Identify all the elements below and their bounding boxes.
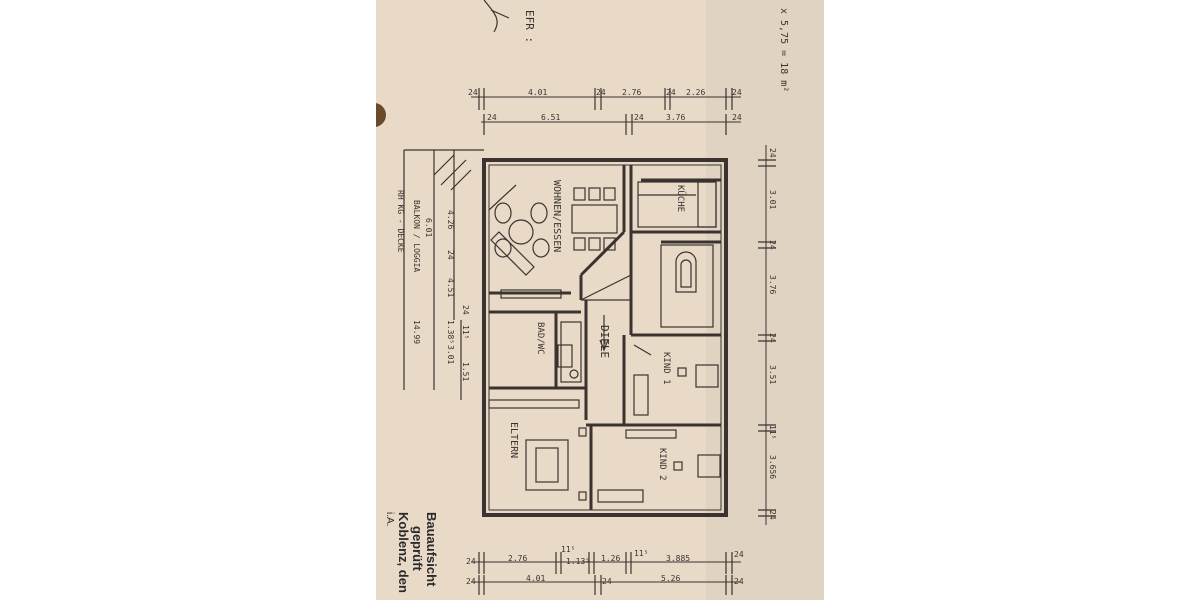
dim-left-6: 1.38⁵ [446, 320, 455, 344]
kitchen-furniture [638, 181, 717, 228]
dim-bottom-outer-3: 24 [602, 577, 612, 586]
kind2-furniture [597, 429, 721, 503]
binder-hole-icon [376, 103, 386, 127]
kind1-furniture [633, 344, 719, 416]
dim-right-8: 3.656 [768, 455, 777, 479]
decke-label: RH KG - DECKE [396, 190, 405, 253]
room-label-kind1: KIND 1 [661, 352, 671, 385]
dim-top-2: 4.01 [528, 88, 547, 97]
dim-top-7: 24 [732, 88, 742, 97]
dim-bottom-7: 3.885 [666, 554, 690, 563]
floor-plan-drawing: EFR : x 5,75 = 18 m² 24 4.01 24 2.76 24 … [376, 0, 824, 600]
dim-bottom-5: 1.26 [601, 554, 620, 563]
dim-bottom-2: 2.76 [508, 554, 527, 563]
dim-bottom-outer-5: 24 [734, 577, 744, 586]
dim-top-4: 2.76 [622, 88, 641, 97]
eltern-furniture [488, 399, 587, 501]
right-dimension-chain: 24 3.01 24 3.76 24 3.51 11⁵ 3.656 24 [758, 145, 777, 525]
dim-right-6: 3.51 [768, 365, 777, 384]
dim-top-3: 24 [596, 88, 606, 97]
dim-left-total: 14.99 [412, 320, 421, 344]
dim-right-3: 24 [768, 240, 777, 250]
dim-bottom-6: 11⁵ [634, 549, 648, 558]
dim-top-inner-1: 24 [487, 113, 497, 122]
dim-left-9: 1.51 [461, 362, 470, 381]
room-label-kueche: KÜCHE [675, 185, 686, 212]
dim-bottom-outer-4: 5.26 [661, 574, 680, 583]
dim-bottom-outer-1: 24 [466, 577, 476, 586]
room-label-eltern: ELTERN [508, 422, 519, 458]
room-label-bad: BAD/WC [535, 322, 545, 355]
bathroom-fixtures [557, 251, 697, 383]
outer-walls [482, 158, 728, 517]
bottom-dimension-chain: 24 2.76 11⁵ 1.13⁵ 1.26 11⁵ 3.885 24 24 4… [466, 545, 744, 595]
left-dimension-chain: 6.01 4.26 24 4.51 24 1.38⁵ 11⁵ 3.01 1.51… [412, 210, 470, 381]
dim-right-9: 24 [768, 510, 777, 520]
dim-left-5: 24 [461, 305, 470, 315]
dim-top-1: 24 [468, 88, 478, 97]
dim-bottom-outer-2: 4.01 [526, 574, 545, 583]
dim-top-5: 24 [666, 88, 676, 97]
dim-left-4: 4.51 [446, 278, 455, 297]
dim-right-1: 24 [768, 148, 777, 158]
dim-top-inner-3: 24 [634, 113, 644, 122]
stamp-line-1: Bauaufsicht [424, 512, 439, 587]
top-note: EFR : [523, 10, 536, 43]
dim-left-1: 6.01 [424, 218, 433, 237]
dim-right-5: 24 [768, 333, 777, 343]
dim-left-2: 4.26 [446, 210, 455, 229]
dim-right-2: 3.01 [768, 190, 777, 209]
dim-bottom-4: 1.13⁵ [566, 557, 590, 566]
approval-stamp: Bauaufsicht geprüft Koblenz, den i.A. [382, 512, 439, 593]
dim-top-6: 2.26 [686, 88, 705, 97]
floor-plan-sheet: EFR : x 5,75 = 18 m² 24 4.01 24 2.76 24 … [376, 0, 824, 600]
dim-left-3: 24 [446, 250, 455, 260]
dim-top-inner-4: 3.76 [666, 113, 685, 122]
balcony-label: BALKON / LOGGIA [412, 200, 421, 272]
dim-bottom-1: 24 [466, 557, 476, 566]
room-label-kind2: KIND 2 [657, 448, 667, 481]
dim-right-7: 11⁵ [768, 425, 777, 439]
stamp-line-4: i.A. [384, 512, 395, 527]
room-label-wohnen: WOHNEN/ESSEN [551, 180, 562, 252]
top-dimension-chain: 24 4.01 24 2.76 24 2.26 24 24 6.51 24 3.… [468, 88, 742, 135]
room-label-diele: DIELE [598, 325, 611, 358]
stamp-line-3: Koblenz, den [396, 512, 411, 593]
dining-furniture [488, 184, 618, 299]
dim-left-8: 3.01 [446, 345, 455, 364]
balcony-outline [403, 149, 484, 400]
dim-bottom-8: 24 [734, 550, 744, 559]
dim-top-inner-2: 6.51 [541, 113, 560, 122]
dim-top-inner-5: 24 [732, 113, 742, 122]
dim-bottom-3: 11⁵ [561, 545, 575, 554]
dim-right-4: 3.76 [768, 275, 777, 294]
dim-left-7: 11⁵ [461, 325, 470, 339]
area-formula: x 5,75 = 18 m² [778, 8, 789, 92]
stamp-line-2: geprüft [410, 526, 425, 571]
interior-walls [489, 165, 721, 510]
